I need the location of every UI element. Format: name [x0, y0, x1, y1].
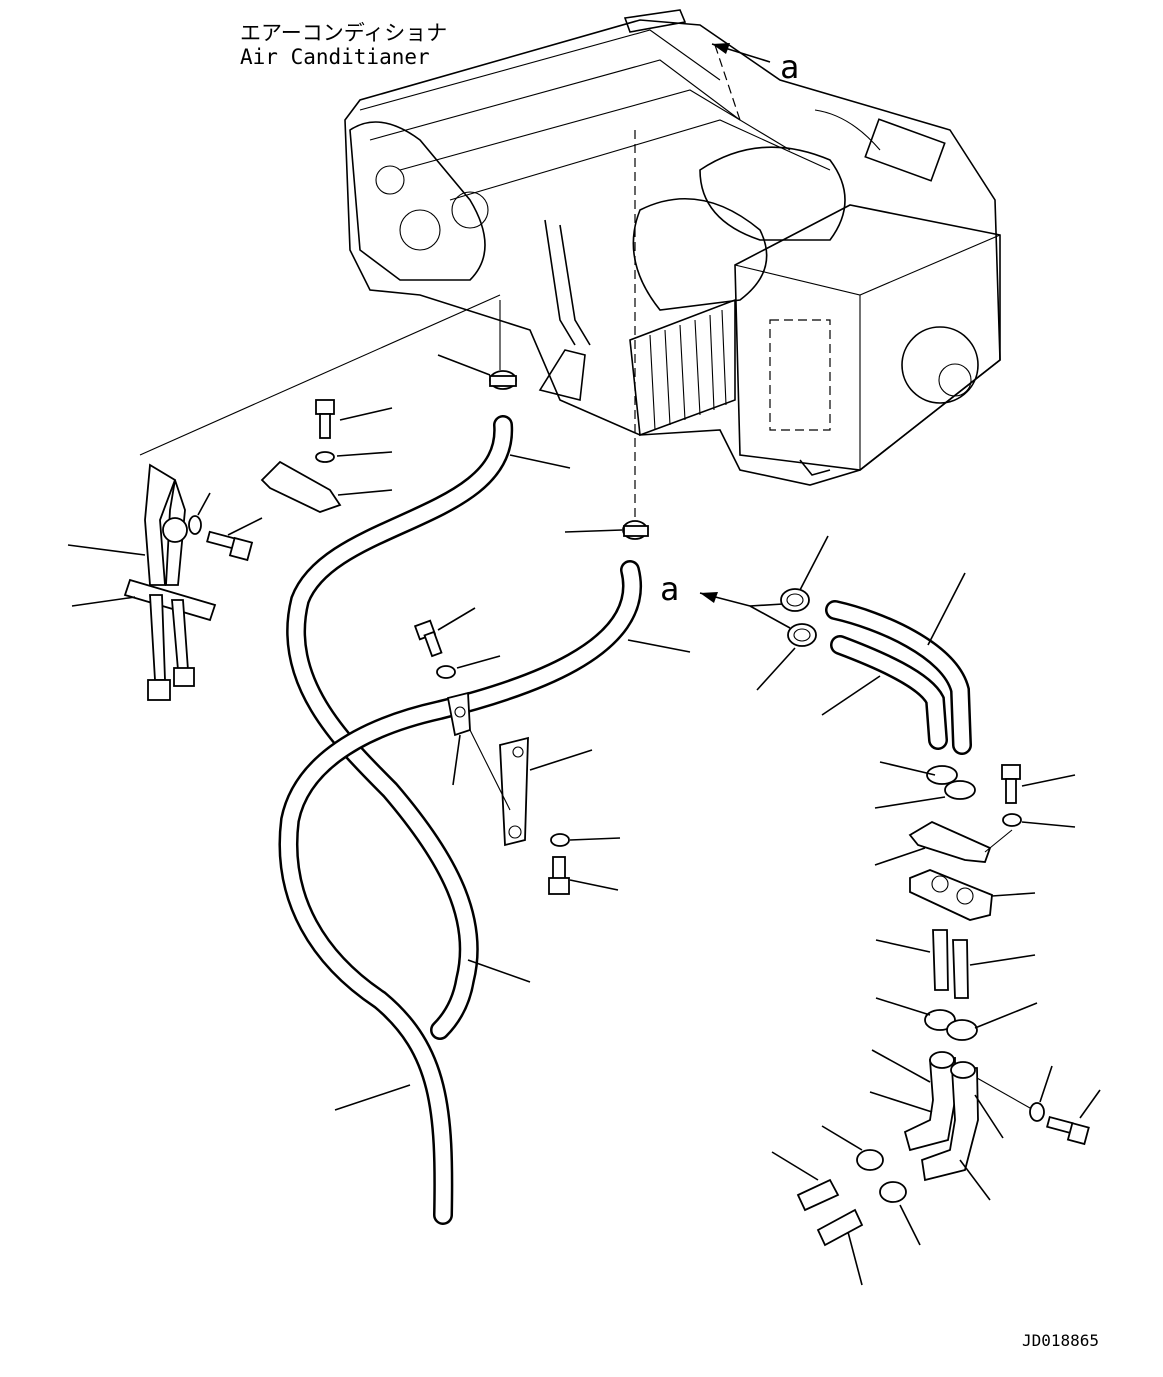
bolt-upper-left [315, 399, 393, 439]
washer-right-lower [976, 1065, 1053, 1122]
clamp-right-lower [756, 623, 817, 691]
clamp-plate-right [874, 820, 1013, 866]
washer-upper-left [315, 451, 393, 463]
heater-hose-long [286, 415, 571, 1040]
washer-bracket [550, 833, 621, 847]
clamp-right-upper [780, 535, 829, 612]
title-japanese: エアーコンディショナ [240, 21, 447, 45]
support-bracket [469, 729, 593, 847]
bolt-left-horizontal [206, 517, 263, 562]
view-marker-top: a [780, 48, 799, 86]
view-arrow-top: a [711, 43, 799, 86]
short-hose-lower [816, 1208, 864, 1286]
drawing-code: JD018865 [1022, 1331, 1099, 1350]
washer-left [188, 492, 211, 535]
hose-clamp-center [564, 520, 649, 540]
view-marker-right: a [660, 570, 679, 608]
bolt-right-upper [1001, 764, 1076, 804]
washer-right-upper [1002, 813, 1076, 828]
view-arrow-right: a [660, 570, 791, 629]
hose-clip [446, 691, 471, 786]
elbow-hose-pair [869, 1049, 1004, 1201]
air-conditioner-unit [344, 9, 1001, 520]
bent-hose-right-outer [825, 572, 972, 755]
bracket-plate-left [260, 460, 393, 513]
title-english: Air Canditianer [240, 45, 430, 69]
short-hose-upper [771, 1151, 840, 1212]
clamp-block-right [909, 869, 1036, 921]
hose-clamp-upper [437, 354, 517, 390]
clamp-pair-lower [875, 997, 1038, 1041]
pipe-pair-short [875, 929, 1036, 999]
bent-hose-right-inner [821, 635, 948, 750]
hose-clamp-small-lower [879, 1181, 921, 1246]
pipe-assembly-left [67, 463, 217, 701]
bolt-bracket [548, 856, 619, 895]
clamp-pair-upper [874, 761, 976, 809]
bolt-right-lower [1046, 1089, 1101, 1146]
heater-hose-lower [278, 560, 691, 1225]
bolt-center [413, 607, 476, 658]
washer-center [436, 655, 501, 679]
hose-clamp-small-upper [821, 1125, 884, 1171]
